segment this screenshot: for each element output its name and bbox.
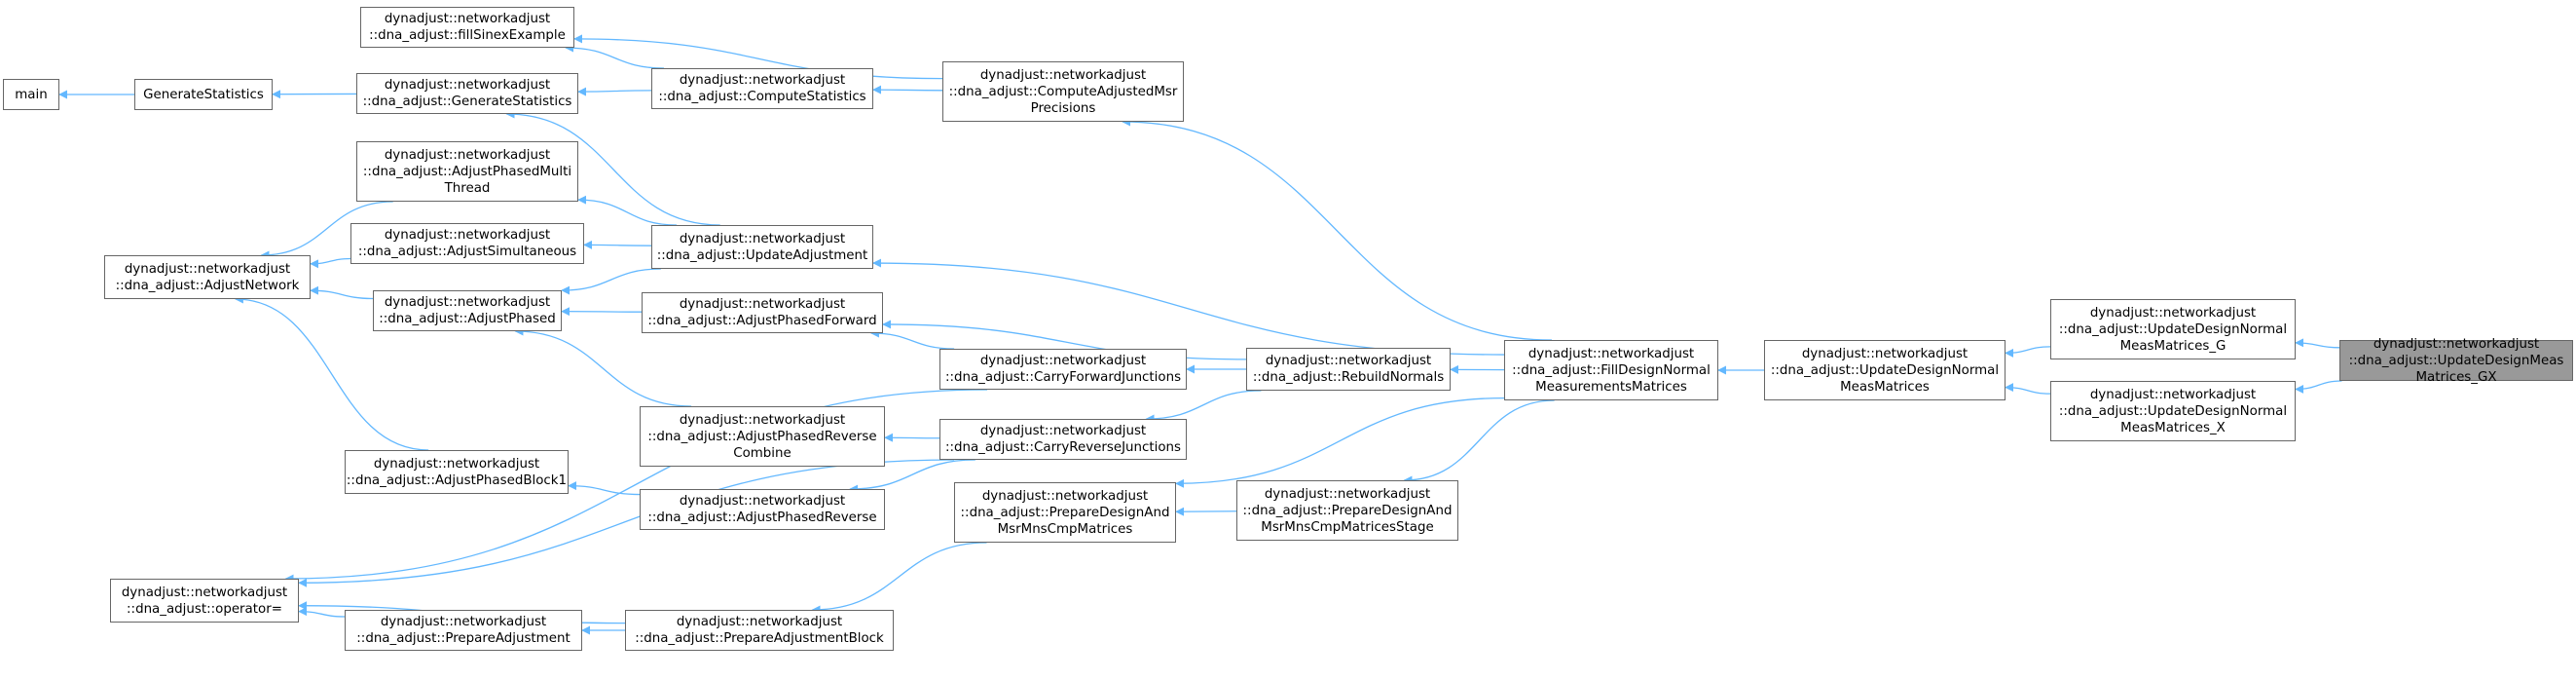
edge-computeAdj-fillDesign [1122, 117, 1552, 341]
edge-updX-updGX [2295, 380, 2342, 394]
edge-phasedBlock1-phasedReverse [568, 481, 641, 496]
node-adjust-phased-multi-thread[interactable]: dynadjust::networkadjust ::dna_adjust::A… [356, 141, 578, 202]
node-adjust-phased-forward[interactable]: dynadjust::networkadjust ::dna_adjust::A… [642, 292, 883, 333]
edge-adjustNetwork-adjustPhased [310, 285, 374, 300]
node-fill-sinex-example[interactable]: dynadjust::networkadjust ::dna_adjust::f… [360, 7, 574, 48]
edge-adjustPhased-phasedRevCombine [514, 326, 692, 407]
node-dna-generate-statistics[interactable]: dynadjust::networkadjust ::dna_adjust::G… [356, 73, 578, 114]
edge-fillSinex-computeAdj [573, 34, 943, 80]
node-carry-reverse-junctions[interactable]: dynadjust::networkadjust ::dna_adjust::C… [939, 419, 1187, 460]
edge-adjustNetwork-phasedBlock1 [234, 294, 429, 451]
node-adjust-simultaneous[interactable]: dynadjust::networkadjust ::dna_adjust::A… [350, 223, 584, 264]
edge-phasedMulti-updateAdj [577, 195, 678, 226]
node-prepare-adjustment-block[interactable]: dynadjust::networkadjust ::dna_adjust::P… [625, 610, 894, 651]
edge-operatorEq-prepAdj [298, 607, 346, 618]
node-prepare-adjustment[interactable]: dynadjust::networkadjust ::dna_adjust::P… [345, 610, 582, 651]
node-main[interactable]: main [3, 79, 59, 110]
edge-simultaneous-updateAdj [583, 240, 652, 249]
edge-dnaGenStats-updateAdj [505, 109, 720, 226]
node-adjust-network[interactable]: dynadjust::networkadjust ::dna_adjust::A… [104, 255, 311, 299]
edge-updG-updGX [2295, 338, 2340, 349]
edge-adjustPhased-updateAdj [561, 268, 661, 295]
node-adjust-phased-reverse[interactable]: dynadjust::networkadjust ::dna_adjust::A… [640, 489, 885, 530]
node-update-design-normal-meas-matrices-x[interactable]: dynadjust::networkadjust ::dna_adjust::U… [2050, 381, 2296, 441]
edge-updDesignNormal-updX [2005, 383, 2051, 395]
edge-prepDesign-fillDesign [1175, 397, 1505, 488]
node-compute-adjusted-msr-precisions[interactable]: dynadjust::networkadjust ::dna_adjust::C… [942, 61, 1184, 122]
edge-phasedForward-carryForward [869, 328, 955, 350]
node-generate-statistics[interactable]: GenerateStatistics [134, 79, 273, 110]
edge-updateAdj-fillDesign [872, 258, 1505, 356]
edge-operatorEq-carryReverse [298, 459, 955, 587]
node-prepare-design-and-msr-mns-cmp-matrices[interactable]: dynadjust::networkadjust ::dna_adjust::P… [954, 482, 1176, 543]
node-update-design-meas-matrices-gx: dynadjust::networkadjust ::dna_adjust::U… [2339, 337, 2573, 385]
node-update-design-normal-meas-matrices-g[interactable]: dynadjust::networkadjust ::dna_adjust::U… [2050, 299, 2296, 359]
edge-computeStats-computeAdj [872, 85, 943, 94]
edge-updDesignNormal-updG [2005, 346, 2051, 358]
node-compute-statistics[interactable]: dynadjust::networkadjust ::dna_adjust::C… [651, 68, 873, 109]
edge-adjustPhased-phasedForward [561, 307, 643, 317]
edge-prepDesignStage-fillDesign [1403, 399, 1555, 485]
node-prepare-design-and-msr-mns-cmp-matrices-stage[interactable]: dynadjust::networkadjust ::dna_adjust::P… [1236, 480, 1458, 541]
node-rebuild-normals[interactable]: dynadjust::networkadjust ::dna_adjust::R… [1246, 348, 1451, 391]
edge-fillSinex-computeStats [565, 43, 665, 69]
edge-carryReverse-rebuild [1145, 390, 1262, 424]
node-operator-assign[interactable]: dynadjust::networkadjust ::dna_adjust::o… [110, 579, 299, 623]
node-fill-design-normal-measurements-matrices[interactable]: dynadjust::networkadjust ::dna_adjust::F… [1504, 340, 1718, 400]
node-carry-forward-junctions[interactable]: dynadjust::networkadjust ::dna_adjust::C… [939, 349, 1187, 390]
edge-phasedRevCombine-carryReverse [884, 433, 940, 442]
node-adjust-phased[interactable]: dynadjust::networkadjust ::dna_adjust::A… [373, 290, 562, 331]
edge-adjustNetwork-simultaneous [310, 257, 351, 269]
node-update-adjustment[interactable]: dynadjust::networkadjust ::dna_adjust::U… [651, 225, 873, 269]
edge-phasedReverse-carryReverse [849, 459, 975, 494]
node-update-design-normal-meas-matrices[interactable]: dynadjust::networkadjust ::dna_adjust::U… [1764, 340, 2006, 400]
node-adjust-phased-reverse-combine[interactable]: dynadjust::networkadjust ::dna_adjust::A… [640, 406, 885, 467]
edge-dnaGenStats-computeStats [577, 87, 652, 96]
node-adjust-phased-block1[interactable]: dynadjust::networkadjust ::dna_adjust::A… [345, 450, 569, 494]
edge-prepAdjBlock-prepDesign [811, 542, 987, 615]
edge-operatorEq-carryForward [284, 389, 988, 584]
edge-adjustNetwork-phasedMulti [260, 201, 393, 260]
